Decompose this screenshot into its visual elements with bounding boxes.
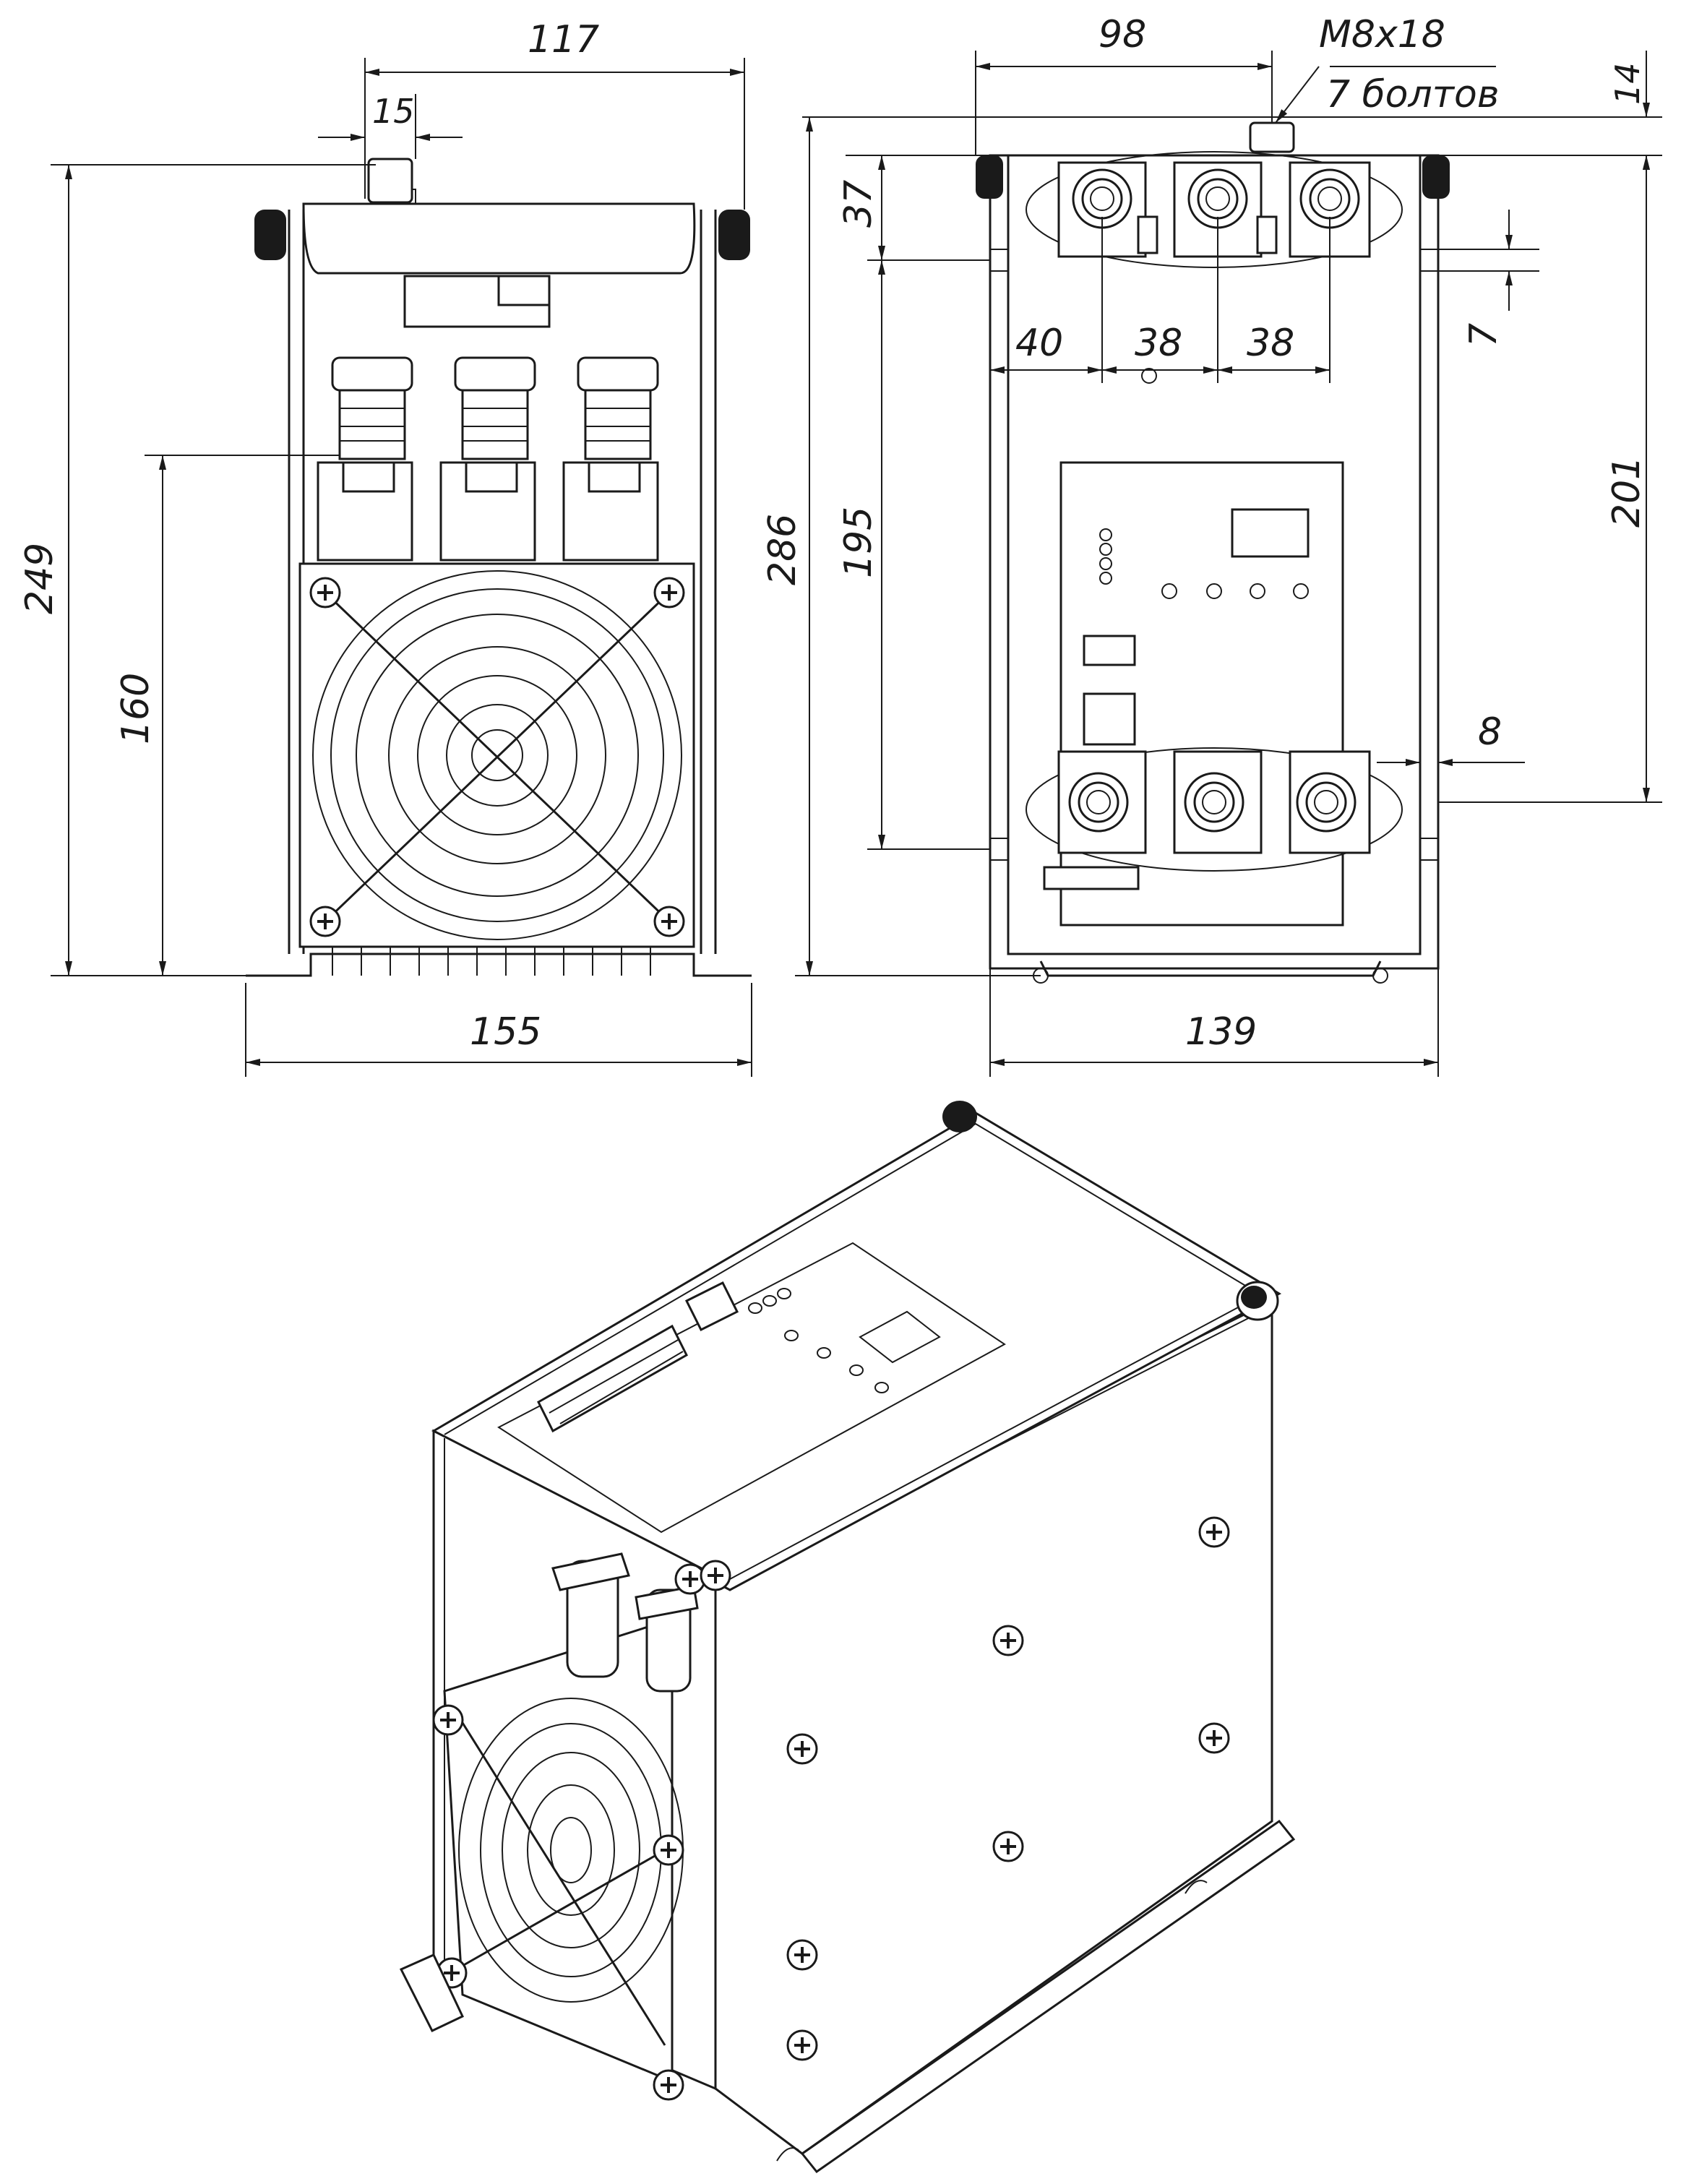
fan-screw-icon — [653, 577, 685, 609]
side-dimensions: 98 M8x18 7 болтов 14 37 7 40 38 38 — [761, 13, 1662, 1077]
iso-panel-screw-icon — [786, 1733, 818, 1765]
side-knob-icon — [1422, 155, 1450, 199]
control-connector — [1083, 635, 1136, 666]
dim-edge-offset: 8 — [1478, 710, 1502, 754]
side-knob-icon — [976, 155, 1003, 199]
panel-button[interactable] — [1161, 583, 1177, 599]
iso-panel-screw-icon — [700, 1560, 731, 1591]
dim-total-height: 286 — [761, 514, 804, 585]
panel-button[interactable] — [1293, 583, 1309, 599]
dim-slot: 7 — [1462, 323, 1505, 347]
iso-fan-screw-icon — [653, 1834, 684, 1866]
load-terminal-icon — [1184, 772, 1244, 833]
iso-fan-screw-icon — [653, 2069, 684, 2101]
panel-button[interactable] — [1250, 583, 1265, 599]
dim-top-offset: 15 — [372, 92, 415, 131]
top-bolt-icon — [1249, 121, 1295, 153]
left-knob-icon — [254, 210, 286, 260]
dim-base-width: 155 — [470, 1010, 541, 1054]
control-connector — [1083, 692, 1136, 746]
dim-first-terminal: 40 — [1015, 322, 1063, 365]
bolt-spec: M8x18 — [1319, 13, 1445, 56]
front-fan — [298, 562, 695, 976]
iso-knob-icon — [942, 1101, 977, 1132]
iso-fan — [443, 1625, 674, 2084]
iso-terminal-block — [537, 1324, 688, 1433]
dim-terminal-row: 37 — [837, 180, 880, 228]
fuse-stack-3 — [562, 356, 659, 562]
dim-pitch-2: 38 — [1247, 322, 1294, 365]
load-terminal-icon — [1068, 772, 1129, 833]
iso-panel-screw-icon — [992, 1625, 1024, 1656]
dim-mount-span: 195 — [837, 507, 880, 578]
panel-display — [1231, 508, 1310, 558]
dim-pitch-1: 38 — [1135, 322, 1182, 365]
dim-height: 249 — [18, 543, 61, 614]
dim-base-width: 139 — [1185, 1010, 1257, 1054]
iso-panel-screw-icon — [1198, 1516, 1230, 1548]
top-connector — [367, 158, 413, 204]
dim-terminal-span: 98 — [1099, 13, 1146, 56]
front-dimensions: 117 15 155 249 160 — [18, 18, 752, 1077]
bolt-count: 7 болтов — [1326, 73, 1499, 116]
dim-total-width: 117 — [528, 18, 599, 61]
front-view: 117 15 155 249 160 — [18, 18, 752, 1077]
dim-top-gap: 14 — [1608, 62, 1647, 105]
fan-screw-icon — [309, 577, 341, 609]
iso-panel-screw-icon — [1198, 1722, 1230, 1754]
iso-terminal-block — [684, 1281, 739, 1332]
iso-fan-screw-icon — [432, 1704, 464, 1736]
dim-fan-height: 160 — [114, 673, 158, 744]
side-view: 98 M8x18 7 болтов 14 37 7 40 38 38 — [761, 13, 1662, 1077]
dim-slot-span: 201 — [1605, 456, 1648, 528]
fuse-stack-2 — [439, 356, 536, 562]
fan-screw-icon — [653, 906, 685, 937]
panel-button[interactable] — [1206, 583, 1222, 599]
iso-panel-screw-icon — [786, 2029, 818, 2061]
iso-panel-screw-icon — [674, 1563, 706, 1595]
isometric-view — [399, 1101, 1296, 2174]
iso-display — [859, 1310, 941, 1364]
load-terminal-icon — [1296, 772, 1357, 833]
iso-panel-screw-icon — [786, 1939, 818, 1971]
fan-screw-icon — [309, 906, 341, 937]
fuse-stack-1 — [317, 356, 413, 562]
right-knob-icon — [718, 210, 750, 260]
top-plate — [302, 202, 696, 275]
iso-panel-screw-icon — [992, 1831, 1024, 1862]
